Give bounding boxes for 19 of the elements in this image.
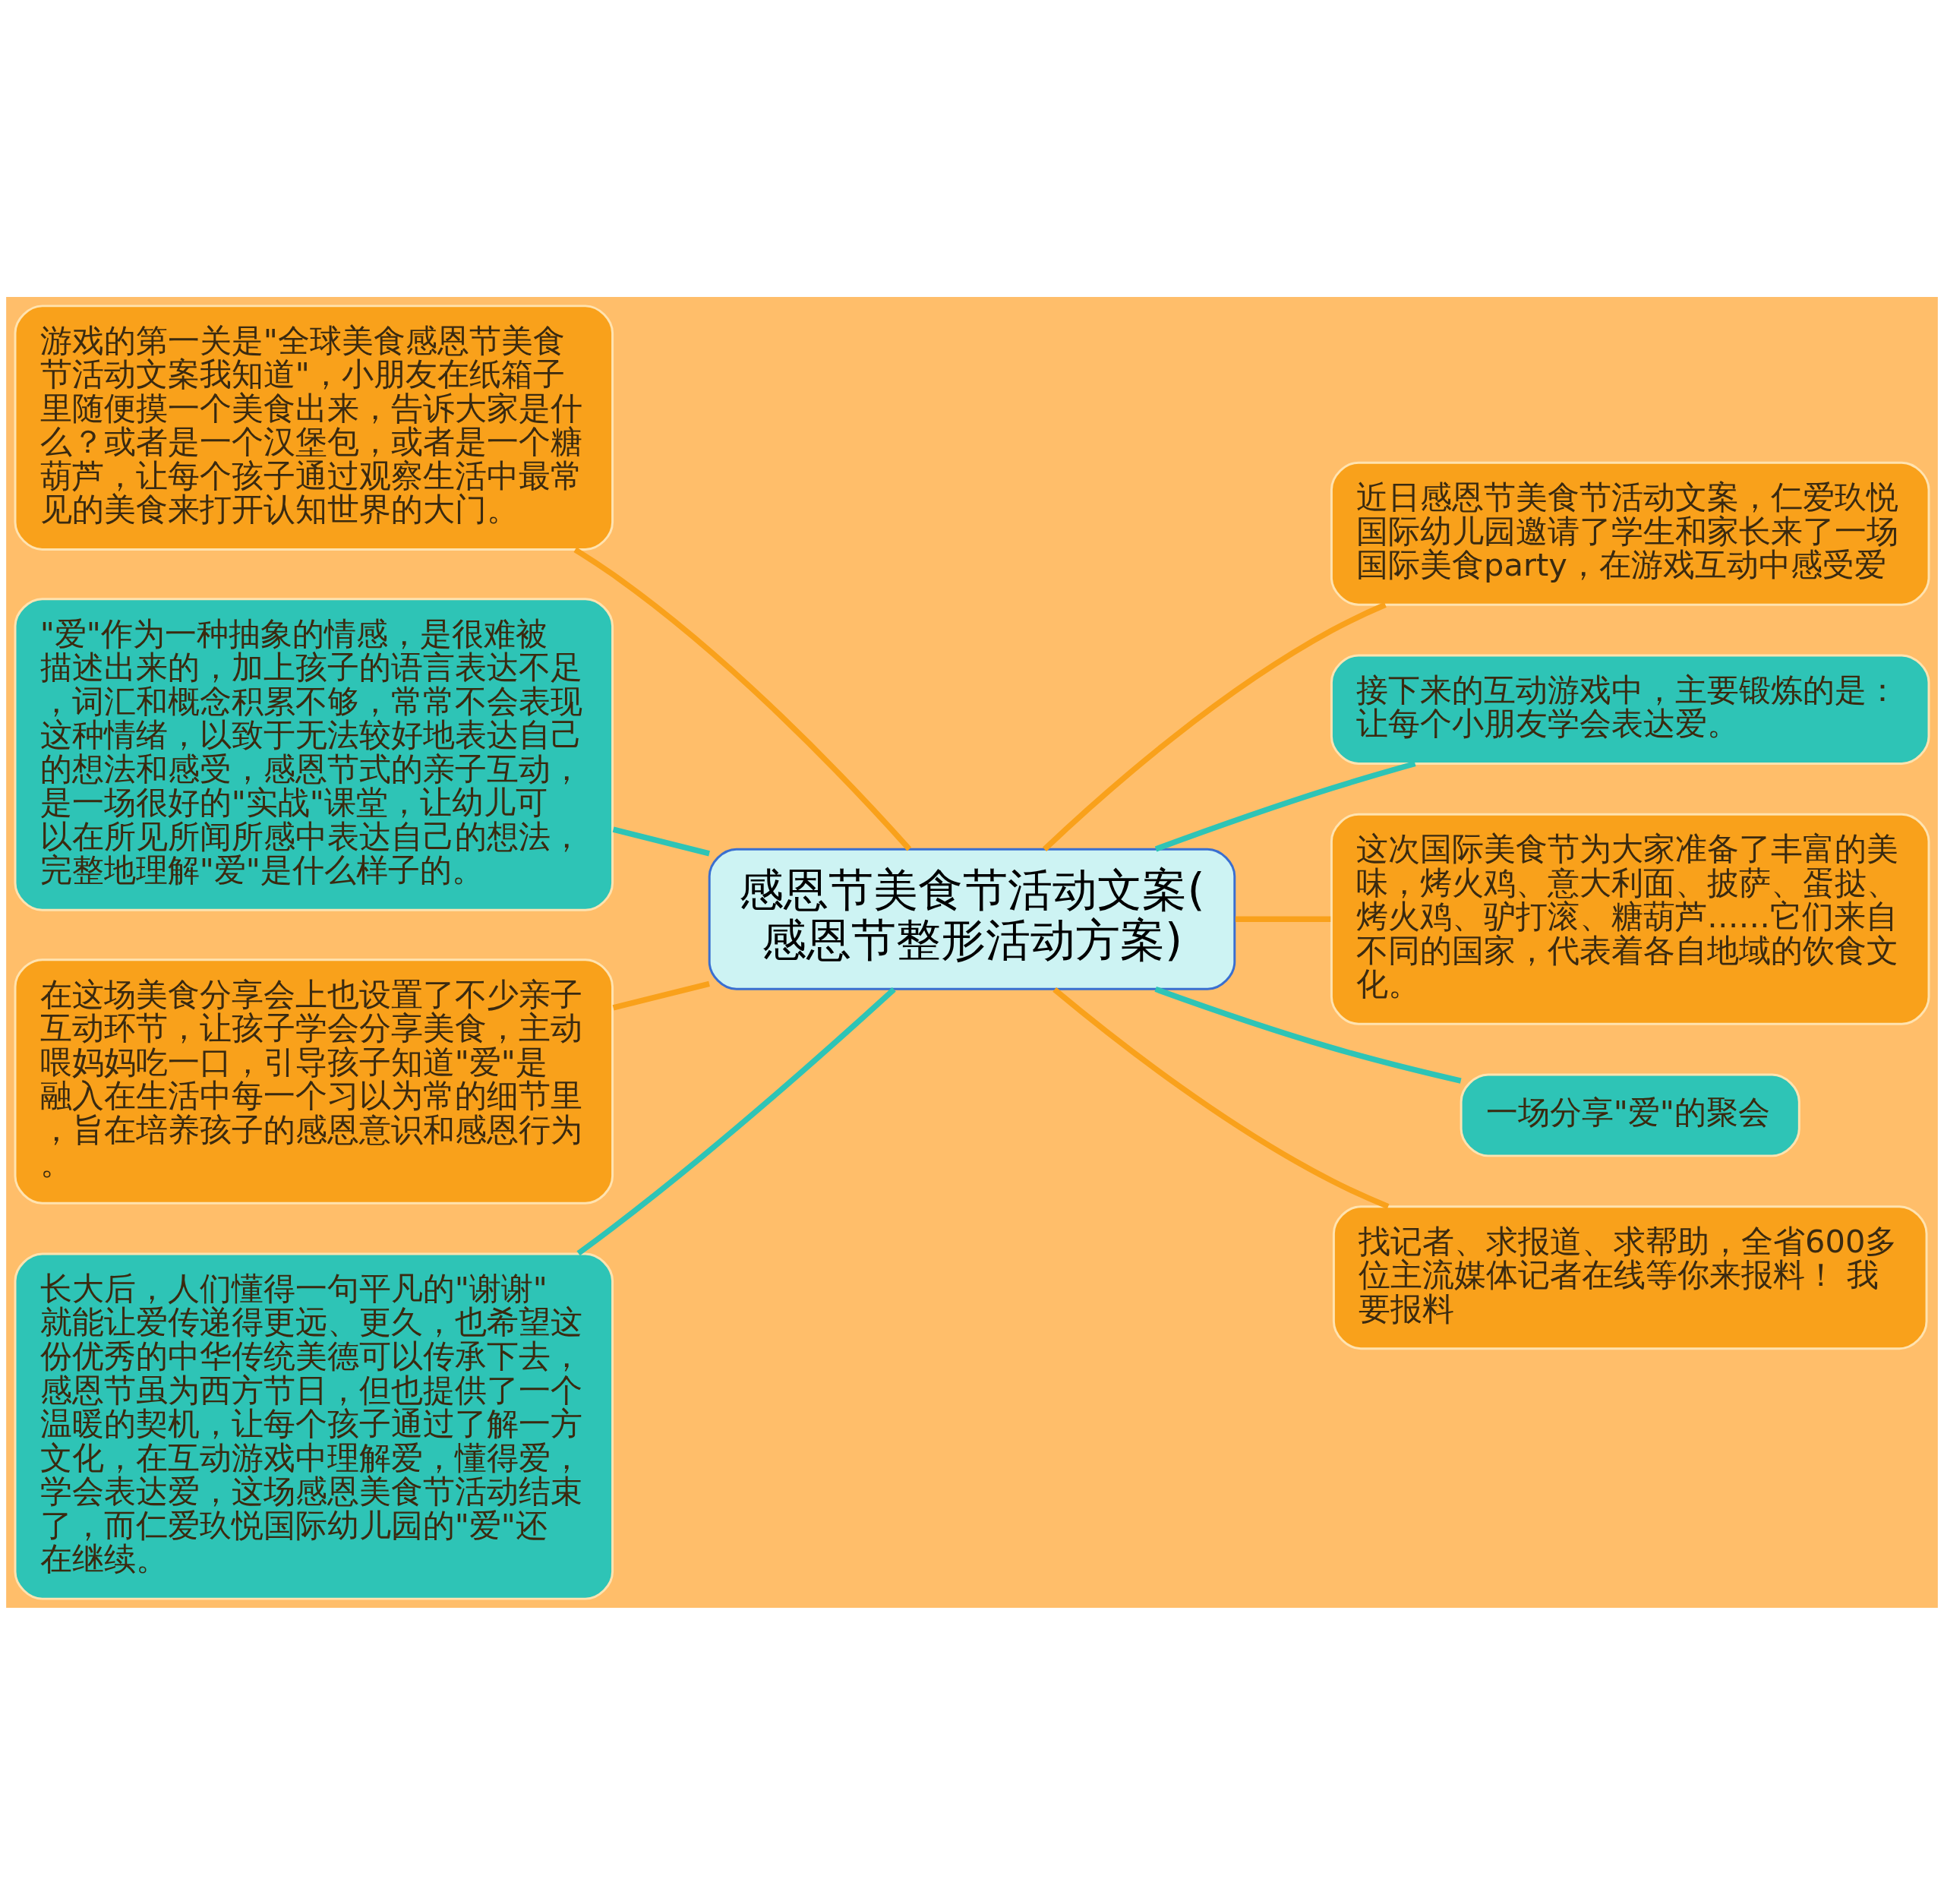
connector	[612, 980, 710, 1010]
connector	[573, 547, 912, 851]
node-box: 接下来的互动游戏中，主要锻炼的是：让每个小朋友学会表达爱。	[1330, 653, 1930, 765]
node-box: 一场分享"爱"的聚会	[1460, 1073, 1800, 1157]
node-box: 感恩节美食节活动文案(感恩节整形活动方案)	[708, 848, 1236, 990]
connector	[1154, 760, 1416, 851]
node-box: "爱"作为一种抽象的情感，是很难被描述出来的，加上孩子的语言表达不足，词汇和概念积累不够，常常不会表现这种情绪，以致于无法较好地表达自己的想法和感受，感恩节式的亲子互动，是一场很好的"实战"课堂，让幼儿可以在所见所闻所感中表达自己的想法，完整地理解"爱"是什么样子的。	[14, 597, 614, 911]
node-box: 这次国际美食节为大家准备了丰富的美味，烤火鸡、意大利面、披萨、蛋挞、烤火鸡、驴打滚、糖葫芦……它们来自不同的国家，代表着各自地域的饮食文化。	[1330, 813, 1930, 1025]
connector	[1235, 916, 1331, 922]
node-box: 在这场美食分享会上也设置了不少亲子互动环节，让孩子学会分享美食，主动喂妈妈吃一口，引导孩子知道"爱"是融入在生活中每一个习以为常的细节里，旨在培养孩子的感恩意识和感恩行为。	[14, 958, 614, 1205]
node-box: 近日感恩节美食节活动文案，仁爱玖悦国际幼儿园邀请了学生和家长来了一场国际美食party，在游戏互动中感受爱	[1330, 461, 1930, 606]
connector	[612, 826, 710, 856]
node-box: 游戏的第一关是"全球美食感恩节美食节活动文案我知道"，小朋友在纸箱子里随便摸一个美食出来，告诉大家是什么？或者是一个汉堡包，或者是一个糖葫芦，让每个孩子通过观察生活中最常见的美食来打开认知世界的大门。	[14, 304, 614, 551]
connector	[1154, 986, 1462, 1084]
connector	[576, 987, 896, 1255]
connector	[1052, 987, 1390, 1209]
node-box: 找记者、求报道、求帮助，全省600多位主流媒体记者在线等你来报料！ 我要报料	[1332, 1205, 1928, 1350]
node-box: 长大后，人们懂得一句平凡的"谢谢"就能让爱传递得更远、更久，也希望这份优秀的中华传统美德可以传承下去，感恩节虽为西方节日，但也提供了一个温暖的契机，让每个孩子通过了解一方文化，在互动游戏中理解爱，懂得爱，学会表达爱，这场感恩美食节活动结束了，而仁爱玖悦国际幼儿园的"爱"还在继续。	[14, 1252, 614, 1600]
connector	[1043, 602, 1387, 851]
